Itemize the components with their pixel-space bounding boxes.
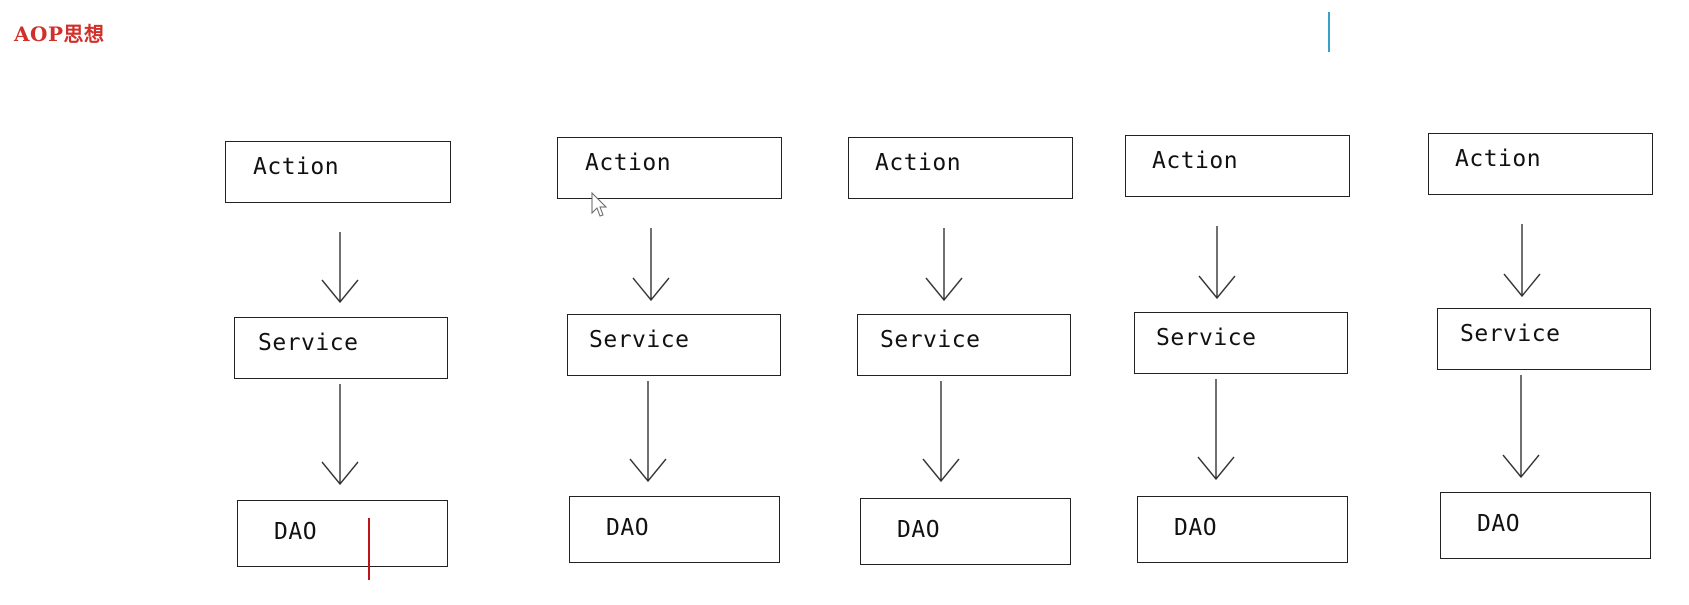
down-arrow-icon xyxy=(922,381,960,483)
down-arrow-icon xyxy=(629,381,667,483)
dao-box[interactable]: DAO xyxy=(1440,492,1651,559)
service-box[interactable]: Service xyxy=(857,314,1071,376)
down-arrow-icon xyxy=(925,228,963,302)
down-arrow-icon xyxy=(1503,224,1541,298)
text-cursor-mark xyxy=(1328,12,1330,52)
dao-box[interactable]: DAO xyxy=(1137,496,1348,563)
dao-label: DAO xyxy=(274,519,318,545)
service-label: Service xyxy=(1156,325,1257,351)
service-box[interactable]: Service xyxy=(1437,308,1651,370)
dao-box[interactable]: DAO xyxy=(860,498,1071,565)
dao-box[interactable]: DAO xyxy=(237,500,448,567)
action-box[interactable]: Action xyxy=(557,137,782,199)
down-arrow-icon xyxy=(321,384,359,486)
action-label: Action xyxy=(1455,146,1542,172)
dao-label: DAO xyxy=(897,517,941,543)
dao-label: DAO xyxy=(1174,515,1218,541)
layer-column-2: Action Service DAO xyxy=(557,0,787,605)
dao-label: DAO xyxy=(1477,511,1521,537)
layer-column-1: Action Service DAO xyxy=(225,0,455,605)
service-label: Service xyxy=(1460,321,1561,347)
layer-column-5: Action Service DAO xyxy=(1428,0,1658,605)
text-caret xyxy=(368,518,370,580)
layer-column-4: Action Service DAO xyxy=(1125,0,1355,605)
layer-column-3: Action Service DAO xyxy=(848,0,1078,605)
action-box[interactable]: Action xyxy=(1125,135,1350,197)
service-label: Service xyxy=(589,327,690,353)
page-title: AOP思想 xyxy=(14,22,105,46)
down-arrow-icon xyxy=(1198,226,1236,300)
dao-label: DAO xyxy=(606,515,650,541)
down-arrow-icon xyxy=(1197,379,1235,481)
down-arrow-icon xyxy=(632,228,670,302)
service-box[interactable]: Service xyxy=(1134,312,1348,374)
down-arrow-icon xyxy=(1502,375,1540,479)
mouse-pointer-icon xyxy=(591,191,608,217)
down-arrow-icon xyxy=(321,232,359,304)
action-label: Action xyxy=(875,150,962,176)
service-label: Service xyxy=(880,327,981,353)
action-box[interactable]: Action xyxy=(1428,133,1653,195)
dao-box[interactable]: DAO xyxy=(569,496,780,563)
action-label: Action xyxy=(585,150,672,176)
action-box[interactable]: Action xyxy=(848,137,1073,199)
action-box[interactable]: Action xyxy=(225,141,451,203)
service-box[interactable]: Service xyxy=(567,314,781,376)
service-box[interactable]: Service xyxy=(234,317,448,379)
action-label: Action xyxy=(1152,148,1239,174)
action-label: Action xyxy=(253,154,340,180)
service-label: Service xyxy=(258,330,359,356)
